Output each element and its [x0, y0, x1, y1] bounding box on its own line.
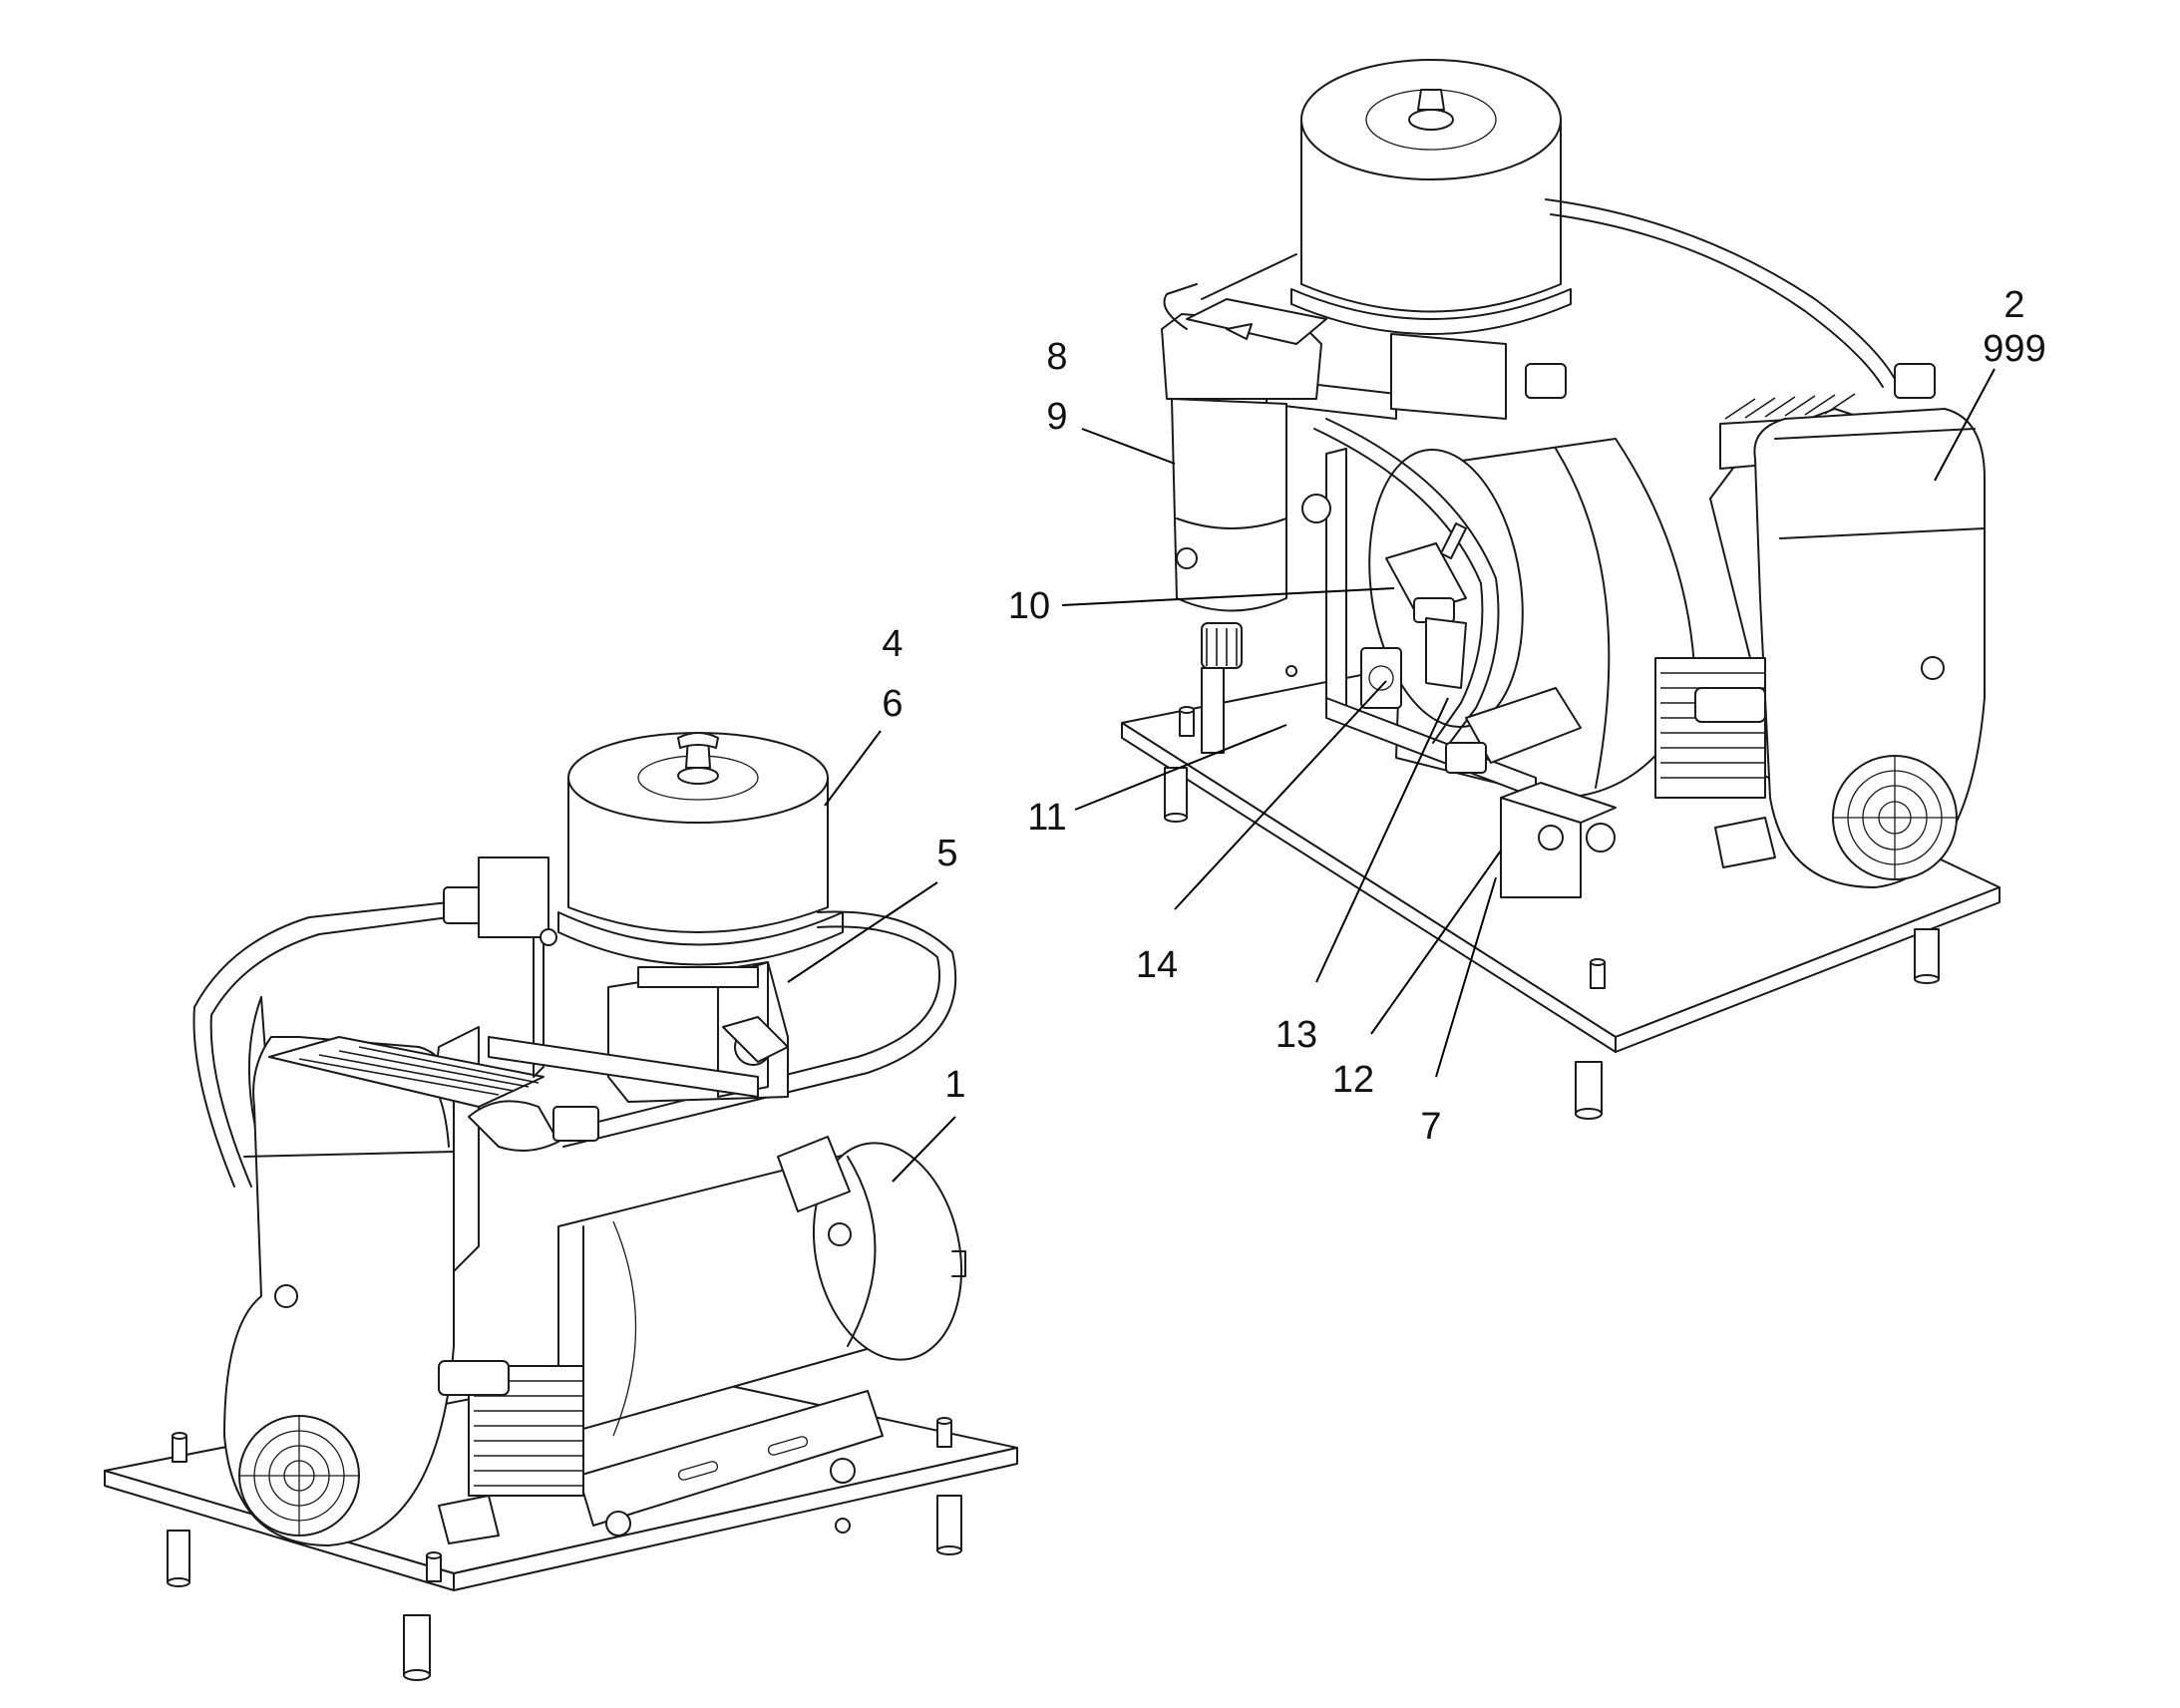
callout-10: 10 — [1008, 585, 1050, 627]
leader-13 — [1315, 697, 1449, 983]
valve-assembly-right — [1360, 522, 1467, 709]
leader-lines — [787, 368, 1996, 1183]
outlet-block-right — [1445, 687, 1617, 898]
callout-2: 2 — [2003, 284, 2024, 326]
leader-1 — [892, 1116, 956, 1183]
callout-999: 999 — [1983, 328, 2045, 370]
callout-14: 14 — [1136, 944, 1178, 986]
leader-9 — [1081, 428, 1176, 465]
leader-5 — [787, 881, 938, 983]
filter-housing-right — [1161, 298, 1327, 754]
callout-labels: 1 2 999 4 5 6 7 8 9 10 11 12 13 14 — [882, 284, 2045, 1148]
callout-11: 11 — [1027, 797, 1066, 839]
callout-6: 6 — [882, 683, 903, 725]
compressor-front-view — [104, 732, 1018, 1681]
callout-12: 12 — [1332, 1059, 1374, 1101]
leader-14 — [1174, 680, 1387, 910]
callout-1: 1 — [944, 1064, 965, 1106]
compressor-head-left — [223, 996, 584, 1546]
leader-7 — [1435, 876, 1497, 1078]
callout-4: 4 — [882, 623, 903, 665]
callout-9: 9 — [1046, 396, 1067, 438]
leader-6 — [824, 730, 882, 807]
callout-5: 5 — [936, 833, 957, 874]
compressor-rear-view — [1121, 59, 2000, 1120]
vertical-bracket-left — [478, 856, 759, 1098]
callout-8: 8 — [1046, 336, 1067, 378]
callout-7: 7 — [1420, 1106, 1441, 1148]
compressor-head-right — [1654, 393, 1986, 888]
cooling-fins-left — [268, 1036, 545, 1108]
leader-12 — [1370, 850, 1502, 1035]
electric-motor — [557, 1136, 966, 1437]
intake-filter-canister-right — [1290, 59, 1572, 420]
intake-filter-canister-left — [557, 732, 844, 988]
hoses-right — [1163, 198, 1936, 749]
leader-2 — [1934, 368, 1996, 482]
leader-11 — [1074, 724, 1287, 811]
leader-10 — [1061, 587, 1395, 606]
callout-13: 13 — [1275, 1014, 1317, 1056]
motor-bracket-left — [577, 1390, 884, 1537]
